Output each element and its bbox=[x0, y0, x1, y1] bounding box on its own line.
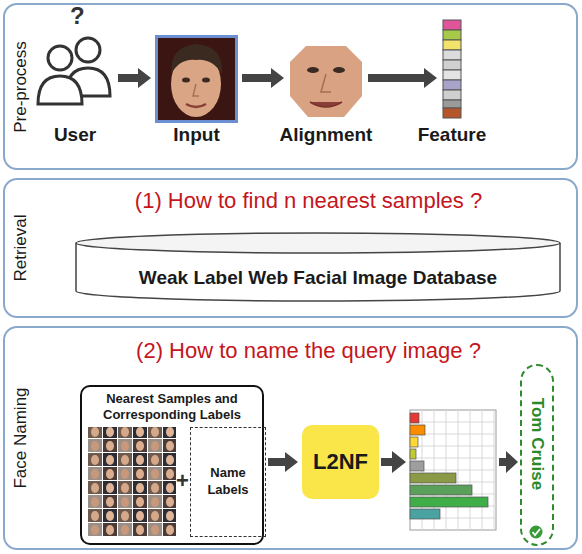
block-arrow bbox=[368, 68, 437, 88]
symbol-label: + bbox=[176, 468, 189, 494]
sample-photo-grid bbox=[88, 427, 176, 537]
stage-label: Face Naming bbox=[11, 387, 31, 488]
block-arrow bbox=[242, 68, 284, 88]
stage-band: Pre-processUserInputAlignmentFeature bbox=[3, 3, 578, 170]
stage-band: Face Naming (2) How to name the query ima… bbox=[3, 326, 578, 550]
stage-question: (1) How to find n nearest samples ? bbox=[41, 188, 576, 214]
block-arrow bbox=[118, 68, 151, 88]
block-arrow bbox=[381, 451, 406, 473]
samples-box: Nearest Samples and Corresponding Labels… bbox=[80, 385, 264, 545]
box-label: Name Labels bbox=[191, 465, 265, 499]
stage-label: Retrieval bbox=[11, 214, 31, 281]
labels-box: Name Labels bbox=[190, 427, 266, 537]
step-caption: Alignment bbox=[280, 124, 373, 146]
block-arrow bbox=[499, 451, 518, 473]
input-photo bbox=[158, 38, 235, 120]
check-icon bbox=[530, 526, 543, 539]
step-caption: User bbox=[54, 124, 96, 146]
stage-band: Retrieval (1) How to find n nearest sampl… bbox=[3, 178, 578, 318]
score-histogram bbox=[410, 410, 496, 530]
cylinder-top bbox=[76, 233, 560, 253]
box-title: Nearest Samples and Corresponding Labels bbox=[88, 391, 256, 422]
result-name: Tom Cruise bbox=[527, 398, 547, 490]
stage-label: Pre-process bbox=[11, 41, 31, 133]
pipeline-step: Alignment bbox=[288, 44, 364, 118]
feature-vector bbox=[443, 20, 461, 118]
stage-question: (2) How to name the query image ? bbox=[41, 338, 576, 364]
database-cylinder: Weak Label Web Facial Image Database bbox=[75, 232, 561, 302]
pipeline-step: Feature bbox=[441, 18, 463, 118]
result-pill: Tom Cruise bbox=[520, 364, 554, 546]
step-caption: Feature bbox=[418, 124, 487, 146]
input-image-frame: Input bbox=[155, 35, 238, 123]
database-name: Weak Label Web Facial Image Database bbox=[139, 267, 497, 289]
symbol-label: ? bbox=[70, 2, 85, 30]
method-name: L2NF bbox=[313, 449, 368, 475]
block-arrow bbox=[268, 452, 298, 472]
step-caption: Input bbox=[173, 124, 219, 146]
pipeline-step: User bbox=[36, 22, 114, 118]
method-box: L2NF bbox=[302, 425, 379, 499]
user-icon bbox=[38, 38, 110, 104]
aligned-face bbox=[290, 46, 362, 117]
